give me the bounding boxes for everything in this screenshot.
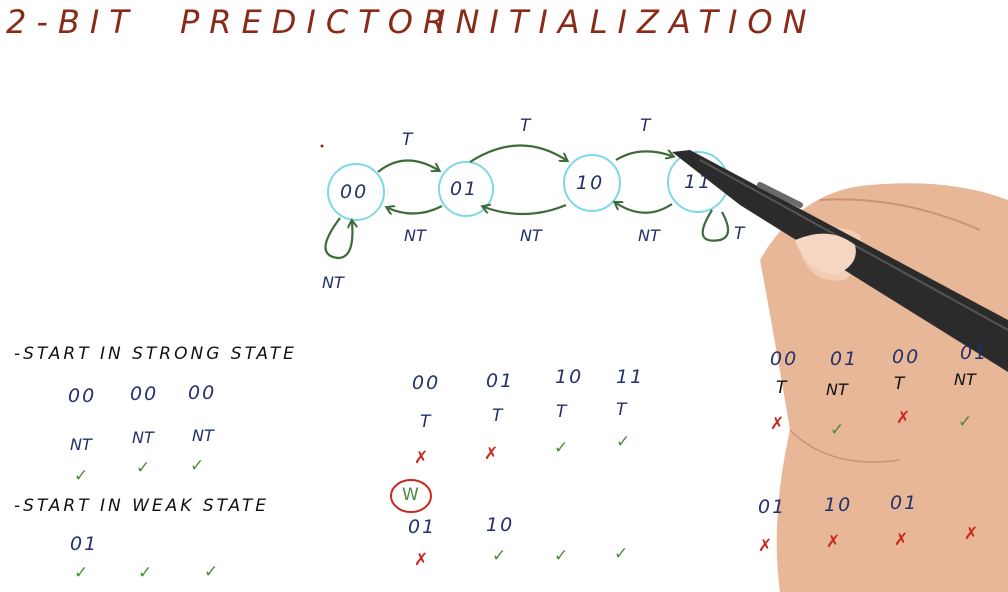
mid-outcome-3: T <box>556 402 570 422</box>
label-t-self-11: T <box>734 224 748 244</box>
right-outcome-1: T <box>776 378 790 398</box>
hand-holding-pen <box>672 150 1008 592</box>
label-t-00-01: T <box>402 130 416 150</box>
strong-state-3: 00 <box>188 382 217 404</box>
self-loop-11 <box>701 209 730 242</box>
mid-mark-1: ✗ <box>414 448 432 468</box>
mid-outcome-2: T <box>492 406 506 426</box>
mid-mark-3: ✓ <box>554 438 572 458</box>
weak-left-mark-1: ✓ <box>74 563 92 583</box>
right-mark-4: ✓ <box>958 412 976 432</box>
right-mark2-3: ✗ <box>894 530 912 550</box>
label-nt-11-10: NT <box>638 226 660 245</box>
state-label-11: 11 <box>684 171 713 193</box>
label-nt-self-00: NT <box>322 273 344 292</box>
label-t-01-10: T <box>520 116 534 136</box>
mid-state-2: 01 <box>486 370 515 392</box>
arrow-00-to-01 <box>377 159 438 173</box>
right-outcome-4: NT <box>954 370 976 389</box>
weak-circled-w: W <box>402 485 422 505</box>
mid-mark-4: ✓ <box>616 432 634 452</box>
mid-state-1: 00 <box>412 372 441 394</box>
strong-heading: -START IN STRONG STATE <box>14 344 297 364</box>
weak-mid-state-2: 10 <box>486 514 515 536</box>
right-state2-3: 01 <box>890 492 919 514</box>
state-circle-10 <box>563 154 621 212</box>
right-state2-1: 01 <box>758 496 787 518</box>
weak-mid-mark-3: ✓ <box>554 546 572 566</box>
title-part-3: INITIALIZATION <box>436 3 817 41</box>
strong-outcome-1: NT <box>70 435 92 454</box>
arrow-01-to-00 <box>388 206 443 214</box>
right-state-1: 00 <box>770 348 799 370</box>
arrow-10-to-01 <box>484 205 567 216</box>
arrow-10-to-11 <box>615 151 672 161</box>
right-mark2-4: ✗ <box>964 524 982 544</box>
weak-mid-mark-4: ✓ <box>614 544 632 564</box>
label-nt-01-00: NT <box>404 226 426 245</box>
weak-mid-state-1: 01 <box>408 516 437 538</box>
label-t-10-11: T <box>640 116 654 136</box>
right-mark-1: ✗ <box>770 414 788 434</box>
mid-state-3: 10 <box>555 366 584 388</box>
right-state-3: 00 <box>892 346 921 368</box>
strong-outcome-3: NT <box>192 426 214 445</box>
mid-state-4: 11 <box>616 366 645 388</box>
weak-heading: -START IN WEAK STATE <box>14 496 269 516</box>
arrow-11-to-10 <box>616 203 673 214</box>
mid-mark-2: ✗ <box>484 444 502 464</box>
weak-left-mark-3: ✓ <box>204 562 222 582</box>
arrow-01-to-10 <box>469 144 566 163</box>
weak-state-left: 01 <box>70 533 99 555</box>
mid-outcome-4: T <box>616 400 630 420</box>
right-state-4: 01 <box>960 342 989 364</box>
weak-mid-mark-2: ✓ <box>492 546 510 566</box>
state-label-00: 00 <box>340 181 369 203</box>
title-part-1: 2-BIT <box>6 3 139 41</box>
strong-mark-2: ✓ <box>136 458 154 478</box>
right-outcome-3: T <box>894 374 908 394</box>
state-label-10: 10 <box>576 172 605 194</box>
right-outcome-2: NT <box>826 380 848 399</box>
weak-mid-mark-1: ✗ <box>414 550 432 570</box>
right-mark2-1: ✗ <box>758 536 776 556</box>
strong-state-1: 00 <box>68 385 97 407</box>
right-state2-2: 10 <box>824 494 853 516</box>
weak-circle <box>390 479 432 513</box>
strong-mark-3: ✓ <box>190 456 208 476</box>
state-label-01: 01 <box>450 178 479 200</box>
strong-mark-1: ✓ <box>74 466 92 486</box>
right-mark-3: ✗ <box>896 408 914 428</box>
title-part-2: PREDICTOR <box>180 3 456 41</box>
label-nt-10-01: NT <box>520 226 542 245</box>
weak-left-mark-2: ✓ <box>138 563 156 583</box>
mid-outcome-1: T <box>420 412 434 432</box>
self-loop-00 <box>324 217 352 260</box>
right-mark2-2: ✗ <box>826 532 844 552</box>
strong-outcome-2: NT <box>132 428 154 447</box>
strong-state-2: 00 <box>130 383 159 405</box>
state-circle-01 <box>438 161 494 217</box>
right-mark-2: ✓ <box>830 420 848 440</box>
right-state-2: 01 <box>830 348 859 370</box>
